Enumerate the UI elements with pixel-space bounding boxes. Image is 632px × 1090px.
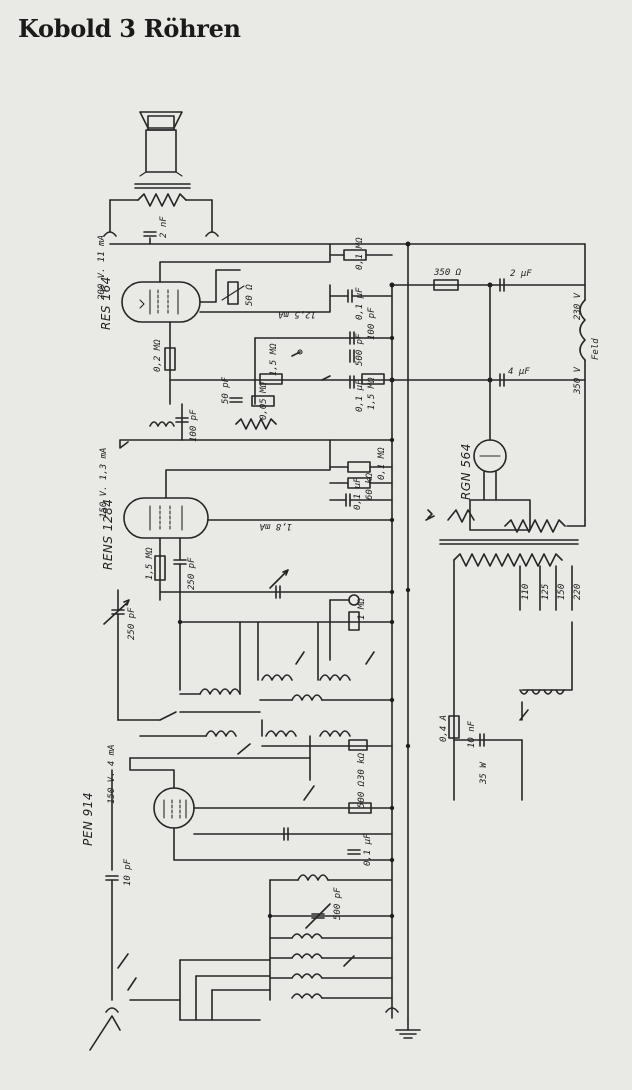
label-c-4uf: 4 µF bbox=[508, 367, 530, 377]
grid-leak-detector bbox=[103, 537, 393, 721]
label-c-10pf: 10 pF bbox=[123, 858, 133, 886]
label-r-1mo: 1 MΩ bbox=[357, 598, 367, 620]
rc-network-middle bbox=[149, 321, 393, 441]
tube-pen914 bbox=[129, 757, 393, 861]
label-r-30ko: 30 kΩ bbox=[357, 752, 367, 781]
label-r-01mo-b: 0,1 MΩ bbox=[377, 447, 387, 480]
label-tap-125: 125 bbox=[541, 584, 551, 600]
loudspeaker-symbol bbox=[103, 111, 219, 237]
junction-dots bbox=[177, 335, 411, 919]
label-r-50: 50 Ω bbox=[245, 284, 255, 306]
label-r-005mo: 0,05 MΩ bbox=[259, 381, 269, 420]
label-c-50pf: 50 pF bbox=[221, 376, 231, 404]
label-fuse: 0,4 A bbox=[439, 715, 449, 742]
label-i-18: 1,8 mA bbox=[259, 521, 292, 531]
label-tap-220: 220 bbox=[573, 584, 583, 600]
main-rails bbox=[109, 241, 586, 1021]
rc-network-detector bbox=[329, 461, 393, 507]
label-c-01uf-mid: 0,1 µF bbox=[355, 379, 365, 412]
field-coil bbox=[579, 299, 586, 361]
capacitor-4uf bbox=[499, 373, 505, 387]
label-c-01uf-c: 0,1 µF bbox=[353, 477, 363, 510]
label-c-100pf: 100 pF bbox=[367, 307, 377, 340]
label-r-60ko: 60 kΩ bbox=[365, 472, 375, 500]
label-r-01mo: 0,1 MΩ bbox=[355, 237, 365, 270]
label-tap-150: 150 bbox=[557, 584, 567, 600]
label-c-01uf-d: 0,1 µF bbox=[363, 833, 373, 866]
coil-section-middle bbox=[129, 719, 393, 781]
label-i-125: 12,5 mA bbox=[278, 309, 316, 319]
tube-label-rens1284: RENS 1284 bbox=[101, 499, 115, 570]
tube-rens1284 bbox=[119, 439, 393, 601]
label-c-250pf: 250 pF bbox=[187, 557, 197, 590]
label-r-15mo-c: 1,5 MΩ bbox=[145, 547, 155, 580]
label-r-15mo-b: 1,5 MΩ bbox=[367, 377, 377, 410]
label-rens-voltage: 150 V. 1,3 mA bbox=[99, 448, 109, 518]
label-res164-voltage: 200 V. 11 mA bbox=[97, 235, 107, 300]
label-v-350: 350 V bbox=[573, 366, 583, 395]
label-v-230: 230 V bbox=[573, 292, 583, 320]
label-c-250pf-var: 250 pF bbox=[127, 607, 137, 640]
label-c-2uf: 2 µF bbox=[510, 269, 532, 279]
rc-network-top bbox=[329, 249, 505, 303]
capacitor-2nf bbox=[143, 231, 157, 245]
label-c-500pf: 500 pF bbox=[355, 333, 365, 366]
tube-label-res164: RES 164 bbox=[99, 276, 113, 330]
label-tap-110: 110 bbox=[521, 584, 531, 600]
antenna-input-section bbox=[89, 769, 393, 1051]
label-c-10nf: 10 nF bbox=[467, 720, 477, 748]
ground-symbol bbox=[385, 1007, 421, 1039]
label-r-15mo: 1,5 MΩ bbox=[269, 343, 279, 376]
power-transformer bbox=[425, 509, 586, 801]
label-c-500pf-var: 500 pF bbox=[333, 887, 343, 920]
tube-label-rgn564: RGN 564 bbox=[459, 443, 473, 500]
tube-rgn564 bbox=[469, 439, 531, 531]
label-c-2nf: 2 nF bbox=[159, 216, 169, 238]
tube-label-pen914: PEN 914 bbox=[81, 792, 95, 846]
tube-res164 bbox=[121, 243, 331, 323]
label-r-350: 350 Ω bbox=[433, 268, 462, 278]
label-r-02mo: 0,2 MΩ bbox=[153, 339, 163, 372]
coil-section-upper bbox=[117, 594, 393, 721]
label-c-100pf-b: 100 pF bbox=[189, 409, 199, 442]
label-field: Feld bbox=[591, 338, 601, 360]
label-power: 35 W bbox=[479, 761, 489, 785]
label-c-01uf-top: 0,1 µF bbox=[355, 287, 365, 320]
page-title: Kobold 3 Röhren bbox=[18, 14, 241, 43]
label-r-500: 500 Ω bbox=[357, 780, 367, 808]
